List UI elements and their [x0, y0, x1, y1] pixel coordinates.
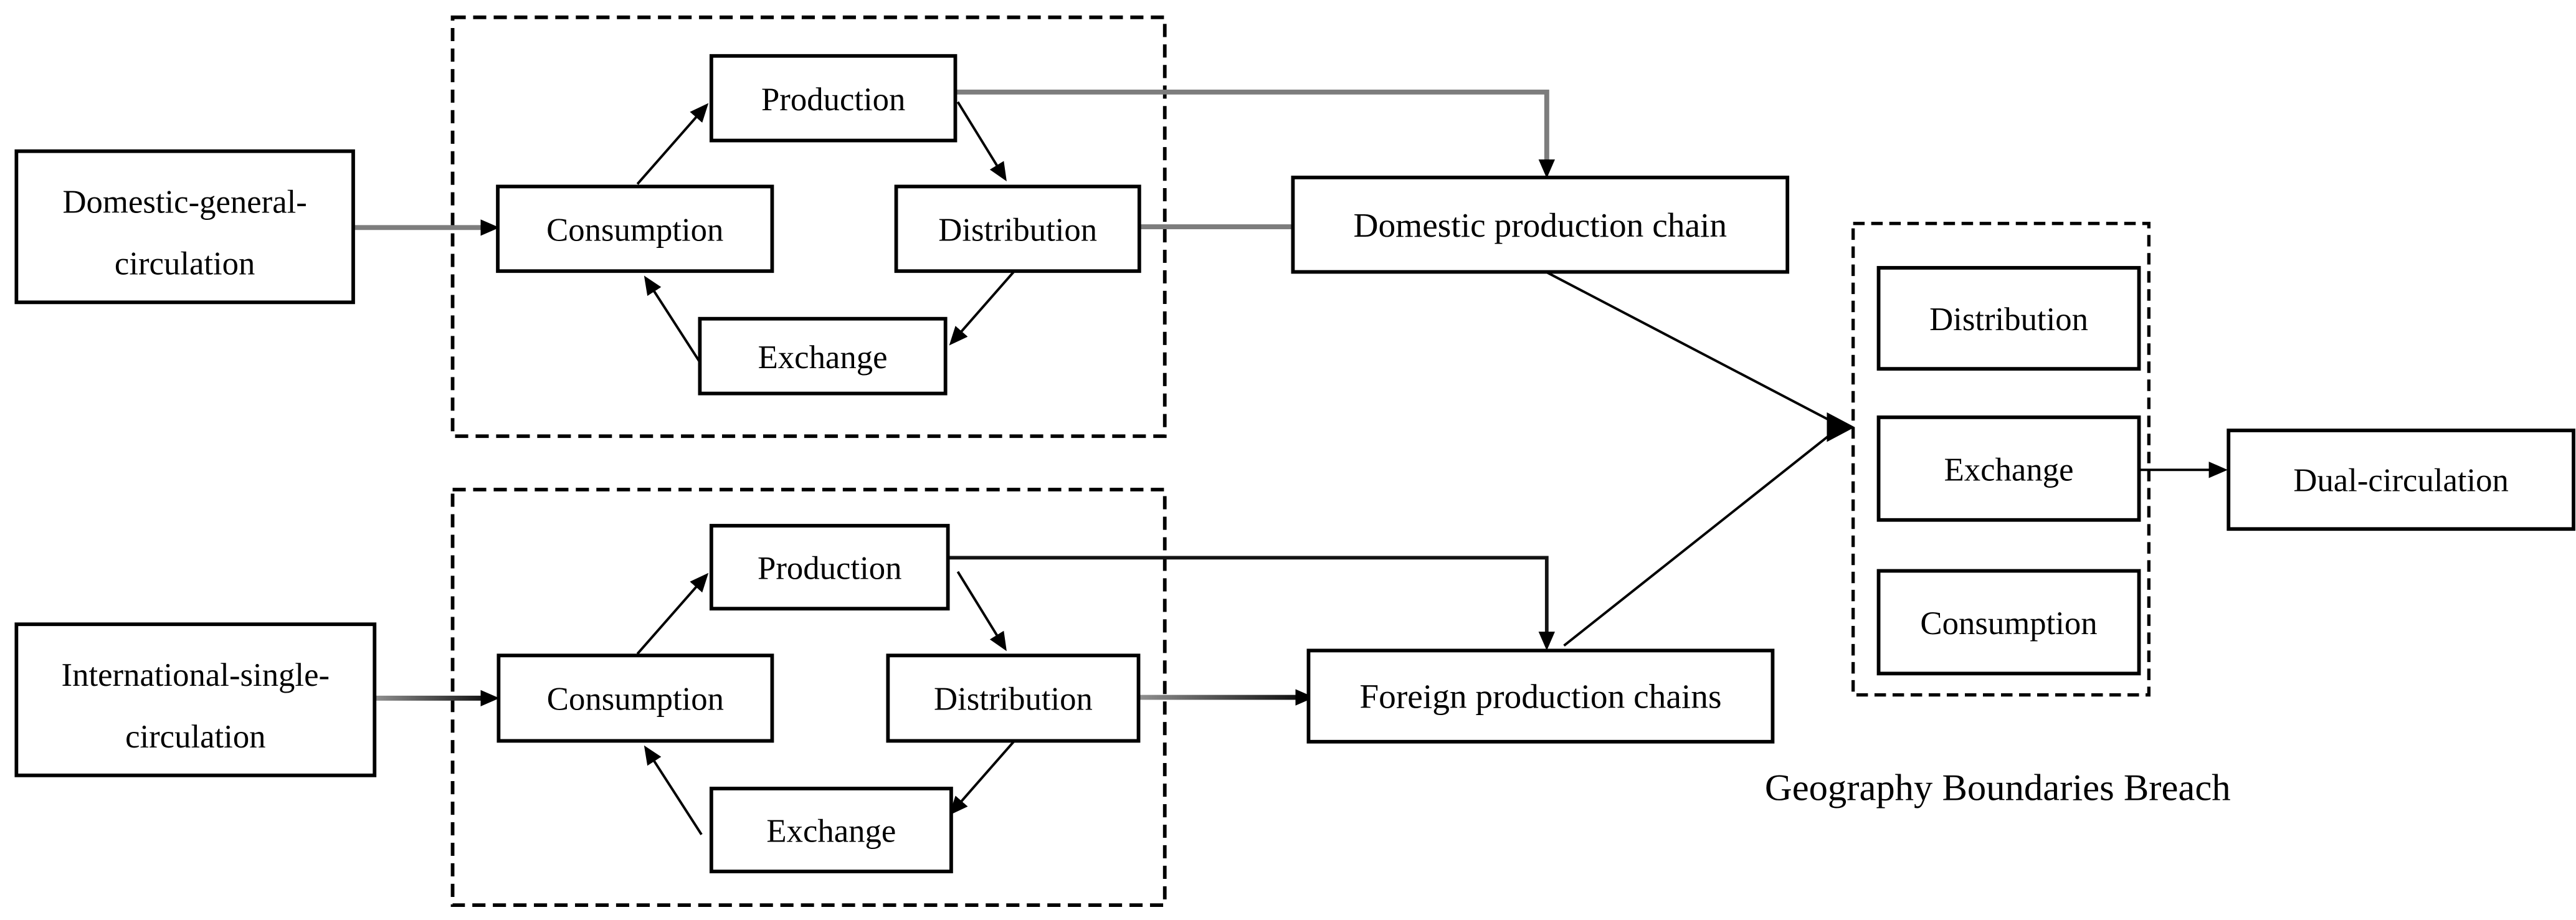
convergence-arrowhead — [1827, 412, 1855, 442]
node-label-line1: International-single- — [62, 657, 330, 693]
dashed-right-stack-container — [1851, 222, 2151, 697]
node-label-line2: circulation — [125, 719, 265, 755]
node-box — [1876, 266, 2141, 371]
caption-geography-boundaries-breach: Geography Boundaries Breach — [1765, 767, 2231, 809]
arrow-production-to-distribution-top — [956, 101, 1007, 182]
arrow-foreign-chains-to-breach — [1563, 431, 1835, 647]
node-domestic-production-chain: Domestic production chain — [1291, 176, 1790, 274]
node-consumption-bottom: Consumption — [497, 653, 774, 743]
node-production-top: Production — [709, 54, 958, 143]
arrow-production-top-to-domestic-chain — [955, 89, 1556, 179]
node-exchange-bottom: Exchange — [709, 787, 953, 873]
node-box — [886, 653, 1141, 743]
node-box — [1876, 415, 2141, 522]
node-international-single-circulation: International-single- circulation — [14, 622, 377, 777]
node-label: Consumption — [547, 681, 724, 717]
node-box — [1876, 569, 2141, 676]
node-box — [497, 653, 774, 743]
node-label-line2: circulation — [115, 246, 255, 282]
node-label: Production — [761, 82, 905, 118]
arrow-production-bottom-to-foreign-chains — [947, 556, 1556, 651]
node-foreign-production-chains: Foreign production chains — [1306, 648, 1775, 744]
node-label: Exchange — [1944, 452, 2074, 488]
node-label: Foreign production chains — [1359, 678, 1721, 716]
node-label: Domestic production chain — [1354, 206, 1728, 244]
node-distribution-right: Distribution — [1876, 266, 2141, 371]
dashed-cycle-top-container — [450, 15, 1167, 439]
node-label: Consumption — [546, 212, 723, 248]
arrow-production-to-distribution-bottom — [956, 571, 1007, 652]
node-box — [14, 149, 355, 305]
node-consumption-top: Consumption — [496, 184, 774, 273]
node-box — [698, 316, 948, 396]
arrow-distribution-to-exchange-top — [949, 271, 1015, 346]
node-box — [894, 184, 1141, 273]
arrow-consumption-to-production-top — [636, 103, 709, 185]
node-distribution-bottom: Distribution — [886, 653, 1141, 743]
node-domestic-general-circulation: Domestic-general- circulation — [14, 149, 355, 305]
node-box — [709, 787, 953, 873]
node-label: Exchange — [766, 813, 896, 850]
node-label: Exchange — [758, 339, 888, 376]
node-box — [14, 622, 377, 777]
node-box — [1291, 176, 1790, 274]
node-label-line1: Domestic-general- — [62, 184, 307, 221]
arrow-distribution-to-exchange-bottom — [949, 741, 1015, 815]
node-production-bottom: Production — [709, 524, 950, 611]
node-label: Distribution — [934, 681, 1093, 717]
dashed-cycle-bottom-container — [450, 488, 1167, 908]
arrow-exchange-to-consumption-bottom — [644, 745, 703, 835]
node-consumption-right: Consumption — [1876, 569, 2141, 676]
node-box — [709, 524, 950, 611]
arrow-exchange-to-consumption-top — [644, 275, 703, 366]
node-label: Distribution — [938, 212, 1097, 248]
node-exchange-right: Exchange — [1876, 415, 2141, 522]
node-label: Production — [758, 551, 901, 587]
node-exchange-top: Exchange — [698, 316, 948, 396]
arrow-domestic-chain-to-breach — [1547, 272, 1834, 424]
node-box — [496, 184, 774, 273]
node-dual-circulation: Dual-circulation — [2227, 429, 2575, 531]
node-label: Dual-circulation — [2293, 463, 2509, 499]
node-label: Consumption — [1920, 605, 2097, 642]
node-box — [1306, 648, 1775, 744]
node-box — [2227, 429, 2575, 531]
arrow-consumption-to-production-bottom — [636, 572, 709, 655]
node-box — [709, 54, 958, 143]
node-label: Distribution — [1929, 301, 2088, 338]
node-distribution-top: Distribution — [894, 184, 1141, 273]
